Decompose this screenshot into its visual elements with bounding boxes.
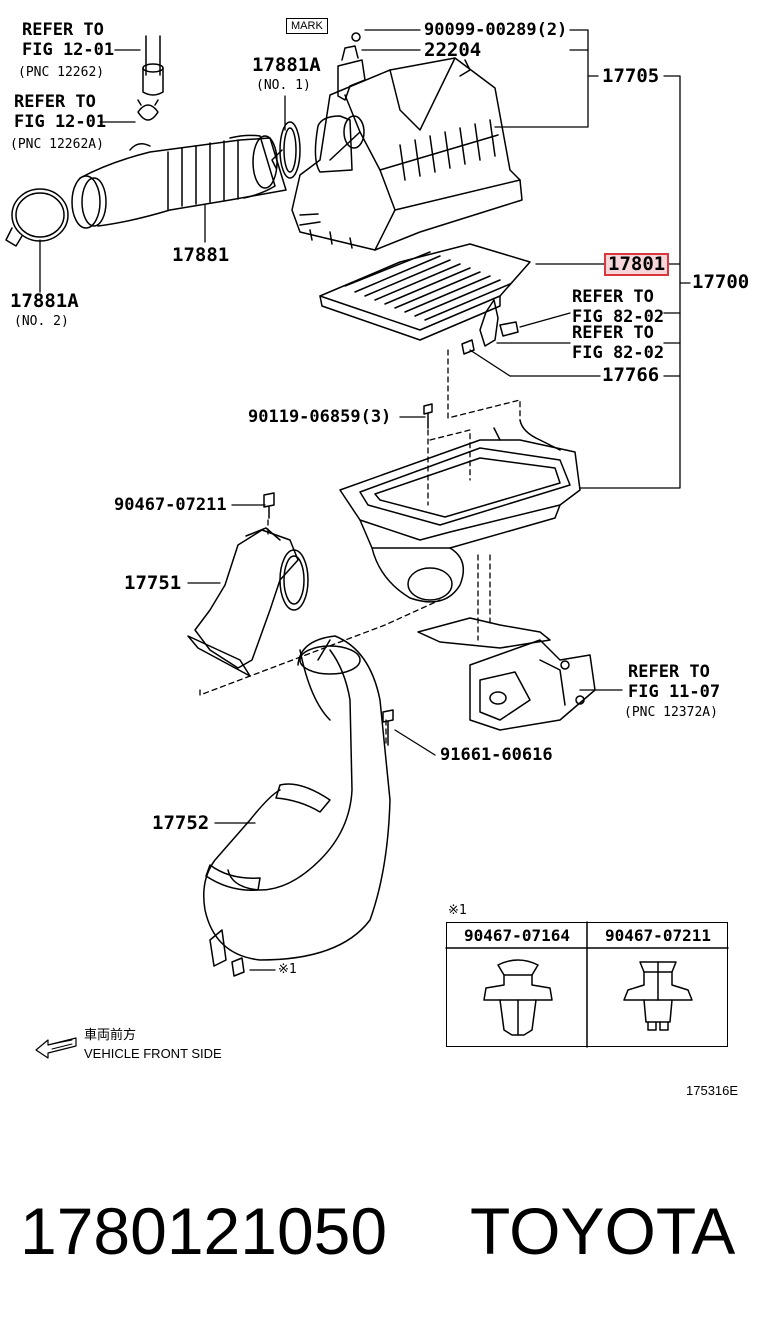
clip-icon-90467-07211	[623, 961, 693, 1031]
label-fig-11-07: FIG 11-07	[628, 682, 721, 702]
label-part-17752: 17752	[152, 812, 210, 834]
intake-hose-17752	[203, 635, 391, 977]
label-fig-82-02-b: FIG 82-02	[572, 343, 665, 363]
air-cleaner-cap-17705	[291, 32, 523, 251]
label-refer-fig-11-07: REFER TO	[628, 662, 710, 682]
label-refer-fig-12-01-b: REFER TO	[14, 92, 96, 112]
front-arrow-icon	[35, 1037, 77, 1059]
label-part-17881: 17881	[172, 244, 230, 266]
air-filter-element-17801	[319, 243, 531, 341]
label-pnc-12262: (PNC 12262)	[18, 65, 105, 80]
label-note-mark: ※1	[278, 962, 297, 977]
label-note-reference: ※1	[448, 903, 467, 918]
label-17881a-no2-qualifier: (NO. 2)	[14, 314, 69, 329]
mount-bracket	[469, 639, 596, 731]
label-part-17705: 17705	[602, 65, 660, 87]
label-refer-fig-82-02-a: REFER TO	[572, 287, 654, 307]
label-part-90119-06859: 90119-06859(3)	[248, 407, 392, 427]
label-refer-fig-12-01-a: REFER TO	[22, 20, 104, 40]
label-fig-12-01-a: FIG 12-01	[22, 40, 115, 60]
mark-box: MARK	[286, 18, 328, 34]
label-pnc-12372a: (PNC 12372A)	[624, 705, 718, 720]
label-fig-82-02-a: FIG 82-02	[572, 307, 665, 327]
label-part-90099-00289: 90099-00289(2)	[424, 20, 568, 40]
label-vehicle-front-side: VEHICLE FRONT SIDE	[84, 1046, 222, 1061]
label-part-17801-highlighted: 17801	[604, 253, 670, 276]
label-drawing-number: 175316E	[686, 1083, 739, 1098]
label-part-17751: 17751	[124, 572, 182, 594]
label-part-17881a-no2: 17881A	[10, 290, 79, 312]
air-cleaner-case	[339, 419, 581, 649]
table-header-90467-07164: 90467-07164	[464, 926, 570, 945]
bracket-hardware	[263, 299, 519, 746]
table-header-90467-07211: 90467-07211	[605, 926, 711, 945]
label-part-17766: 17766	[602, 364, 660, 386]
label-part-91661-60616: 91661-60616	[440, 745, 553, 765]
label-refer-fig-82-02-b: REFER TO	[572, 323, 654, 343]
clip-icon-90467-07164	[483, 959, 553, 1036]
fastener-table-lines	[445, 921, 729, 1048]
leader-lines	[39, 29, 691, 971]
label-fig-12-01-b: FIG 12-01	[14, 112, 107, 132]
label-vehicle-front-jp: 車両前方	[84, 1027, 137, 1042]
label-part-17700: 17700	[692, 271, 750, 293]
label-part-17881a-no1: 17881A	[252, 54, 321, 76]
label-part-22204: 22204	[424, 39, 482, 61]
label-pnc-12262a: (PNC 12262A)	[10, 137, 104, 152]
footer-brand: TOYOTA	[470, 1194, 736, 1268]
label-17881a-no1-qualifier: (NO. 1)	[256, 78, 311, 93]
fastener-table: 90467-07164 90467-07211	[446, 922, 728, 1047]
label-part-90467-07211: 90467-07211	[114, 495, 227, 515]
inlet-duct-17751	[187, 527, 309, 677]
footer-part-number: 1780121050	[20, 1194, 388, 1268]
intake-hose-17881	[5, 35, 301, 247]
